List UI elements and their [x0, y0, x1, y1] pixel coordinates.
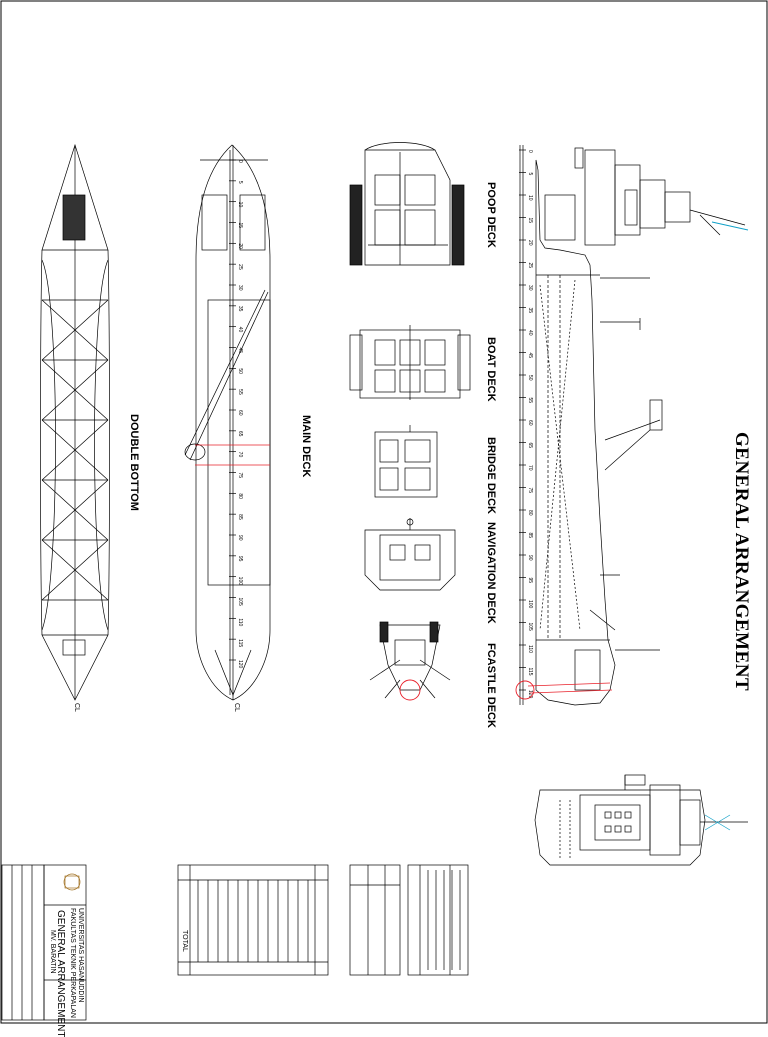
profile-ruler-frame-number: 105 — [527, 623, 533, 632]
label-navigation-deck: NAVIGATION DECK — [485, 522, 497, 624]
main-deck-ruler-frame-number: 20 — [237, 243, 243, 249]
main-deck-ruler-frame-number: 80 — [237, 493, 243, 499]
profile-view: 0 5 10 15 20 25 30 35 40 45 50 55 60 65 70 75 80 85 90 95 10… — [515, 145, 749, 706]
bridge-deck-plan — [374, 425, 438, 498]
profile-ruler-frame-number: 5 — [527, 173, 533, 176]
main-deck-ruler-frame-number: 50 — [237, 368, 243, 374]
label-double-bottom: DOUBLE BOTTOM — [128, 414, 140, 511]
profile-ruler-frame-number: 70 — [527, 465, 533, 471]
profile-ruler-frame-number: 65 — [527, 443, 533, 449]
main-deck-ruler-ticks: 0 5 10 15 20 25 30 35 40 45 50 55 60 65 70 75 80 85 90 95 10… — [229, 159, 243, 669]
main-deck-ruler-frame-number: 105 — [237, 598, 243, 607]
main-deck-ruler-frame-number: 90 — [237, 535, 243, 541]
equipment-table — [177, 864, 329, 976]
fcastle-deck-plan — [369, 621, 451, 701]
main-deck-ruler-frame-number: 10 — [237, 202, 243, 208]
profile-ruler-frame-number: 85 — [527, 533, 533, 539]
profile-ruler-frame-number: 50 — [527, 375, 533, 381]
label-main-deck: MAIN DECK — [300, 415, 312, 478]
profile-ruler-frame-number: 80 — [527, 510, 533, 516]
crew-table — [349, 864, 401, 976]
title-block — [1, 864, 87, 1021]
main-deck-ruler-frame-number: 5 — [237, 181, 243, 184]
profile-ruler-frame-number: 20 — [527, 240, 533, 246]
label-bridge-deck: BRIDGE DECK — [485, 437, 497, 515]
main-deck-plan: 0 5 10 15 20 25 30 35 40 45 50 55 60 65 70 75 80 85 90 95 10… — [184, 144, 271, 701]
main-deck-ruler-frame-number: 60 — [237, 410, 243, 416]
profile-ruler-frame-number: 110 — [527, 645, 533, 653]
poop-deck-plan — [349, 142, 465, 266]
main-deck-ruler-frame-number: 115 — [237, 639, 243, 647]
main-deck-ruler-frame-number: 65 — [237, 431, 243, 437]
title-block-faculty: FAKULTAS TEKNIK PERKAPALAN — [69, 908, 76, 1018]
boat-deck-plan — [349, 325, 471, 400]
profile-ruler-frame-number: 120 — [527, 690, 533, 699]
profile-ruler-frame-number: 0 — [527, 150, 533, 153]
profile-ruler-frame-number: 60 — [527, 420, 533, 426]
label-fcastle-deck: FCASTLE DECK — [485, 643, 497, 728]
main-deck-ruler-frame-number: 75 — [237, 473, 243, 479]
equipment-table-rows — [197, 880, 309, 962]
main-deck-ruler-frame-number: 95 — [237, 556, 243, 562]
main-deck-ruler-frame-number: 40 — [237, 327, 243, 333]
navigation-deck-plan — [364, 518, 456, 591]
main-deck-ruler-frame-number: 55 — [237, 389, 243, 395]
profile-ruler-frame-number: 90 — [527, 555, 533, 561]
profile-ruler-frame-number: 25 — [527, 263, 533, 269]
particulars-table — [407, 864, 469, 976]
centerline-label-double-bottom: CL — [73, 703, 80, 712]
main-deck-ruler-frame-number: 70 — [237, 452, 243, 458]
title-block-sheet-title: GENERAL ARRANGEMENT — [55, 910, 66, 1037]
title-block-vessel: MV. BARATIN — [49, 930, 56, 974]
equipment-total-label: TOTAL — [181, 930, 188, 952]
profile-ruler-frame-number: 75 — [527, 488, 533, 494]
label-boat-deck: BOAT DECK — [485, 337, 497, 402]
double-bottom-plan — [40, 143, 110, 701]
main-deck-ruler-frame-number: 25 — [237, 264, 243, 270]
profile-ruler-frame-number: 100 — [527, 600, 533, 609]
profile-ruler-frame-number: 95 — [527, 578, 533, 584]
centerline-label-main-deck: CL — [233, 703, 240, 712]
main-deck-ruler-frame-number: 120 — [237, 660, 243, 669]
main-deck-ruler-frame-number: 100 — [237, 577, 243, 586]
profile-ruler-frame-number: 15 — [527, 218, 533, 224]
profile-ruler-frame-number: 55 — [527, 398, 533, 404]
profile-ruler-frame-number: 30 — [527, 285, 533, 291]
main-deck-ruler-frame-number: 15 — [237, 223, 243, 229]
main-deck-ruler-frame-number: 0 — [237, 160, 243, 163]
main-deck-ruler-frame-number: 110 — [237, 618, 243, 626]
profile-ruler-frame-number: 10 — [527, 195, 533, 201]
drawing-title: GENERAL ARRANGEMENT — [731, 432, 752, 692]
profile-ruler-frame-number: 35 — [527, 308, 533, 314]
main-deck-ruler-frame-number: 45 — [237, 348, 243, 354]
particulars-table-rows — [427, 870, 461, 970]
profile-ruler-frame-number: 40 — [527, 330, 533, 336]
title-block-university: UNIVERSITAS HASANUDDIN — [77, 908, 84, 1003]
profile-ruler-frame-number: 115 — [527, 668, 533, 676]
main-deck-ruler-frame-number: 35 — [237, 306, 243, 312]
profile-ruler-ticks: 0 5 10 15 20 25 30 35 40 45 50 55 60 65 70 75 80 85 90 95 10… — [519, 149, 533, 699]
label-poop-deck: POOP DECK — [485, 182, 497, 248]
main-deck-ruler-frame-number: 30 — [237, 285, 243, 291]
main-deck-ruler-frame-number: 85 — [237, 514, 243, 520]
profile-ruler-frame-number: 45 — [527, 353, 533, 359]
midship-section-view — [534, 774, 748, 866]
